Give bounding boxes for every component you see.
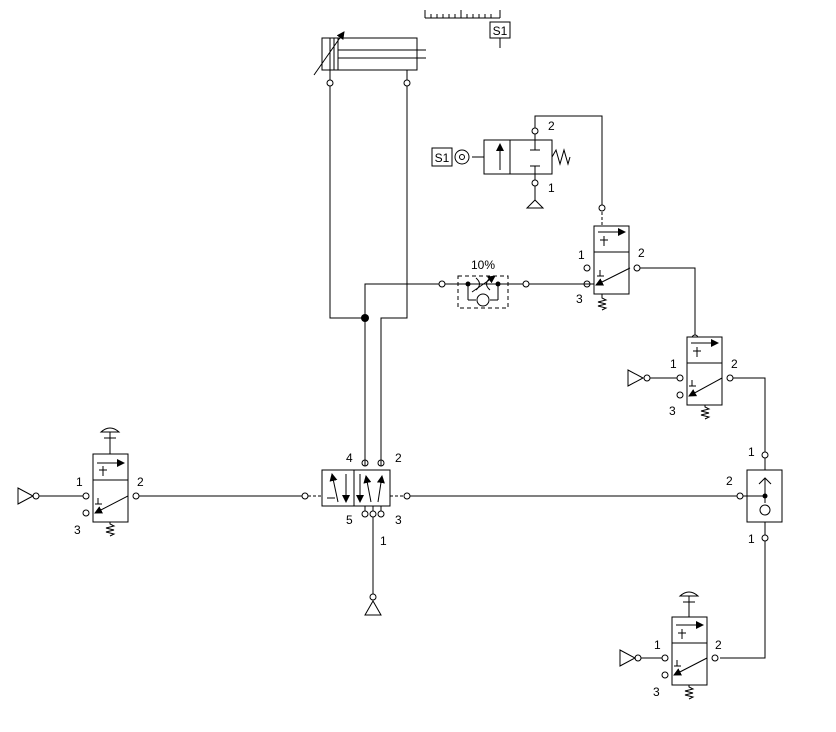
upper-pilot-valve[interactable]: 1 2 3 bbox=[576, 204, 645, 311]
bottom-valve-lines bbox=[619, 649, 662, 667]
upper-valve-port-exhaust: 3 bbox=[576, 292, 583, 306]
sensor-s1-marker[interactable]: S1 bbox=[489, 21, 511, 48]
bottom-valve-port-exhaust: 3 bbox=[653, 685, 660, 699]
left-valve-port-exhaust: 3 bbox=[74, 523, 81, 537]
main-valve-port-4: 4 bbox=[346, 451, 353, 465]
shuttle-valve-port-bottom: 1 bbox=[748, 532, 755, 546]
main-valve-port-1: 1 bbox=[380, 534, 387, 548]
left-valve-port-out: 2 bbox=[137, 475, 144, 489]
middle-valve-port-exhaust: 3 bbox=[669, 404, 676, 418]
bottom-valve-port-out: 2 bbox=[715, 638, 722, 652]
position-scale bbox=[424, 10, 501, 19]
shuttle-valve-lines bbox=[410, 458, 766, 659]
left-valve-lines bbox=[17, 487, 302, 505]
shuttle-valve-port-top: 1 bbox=[748, 445, 755, 459]
main-valve-supply-icon bbox=[364, 599, 382, 616]
main-valve-lines bbox=[364, 460, 382, 601]
trip-valve-lines bbox=[534, 115, 603, 205]
middle-valve-port-out: 2 bbox=[731, 357, 738, 371]
shuttle-valve-port-side: 2 bbox=[726, 474, 733, 488]
main-valve-port-2: 2 bbox=[395, 451, 402, 465]
middle-valve-lines bbox=[627, 369, 766, 452]
upper-valve-lines bbox=[640, 267, 696, 335]
trip-valve-trigger-label: S1 bbox=[435, 151, 450, 165]
main-valve-port-5: 5 bbox=[346, 513, 353, 527]
trip-valve-port-out: 2 bbox=[548, 119, 555, 133]
flow-control-setting: 10% bbox=[471, 258, 495, 272]
adjustable-cushion-arrow bbox=[313, 31, 345, 76]
left-push-button-valve[interactable]: 1 2 3 bbox=[74, 427, 144, 537]
main-valve-port-3: 3 bbox=[395, 513, 402, 527]
sensor-s1-label: S1 bbox=[493, 24, 508, 38]
middle-pilot-valve[interactable]: 1 2 3 bbox=[669, 330, 738, 420]
main-5-2-valve[interactable]: 4 2 5 3 1 bbox=[301, 451, 411, 548]
bottom-valve-port-in: 1 bbox=[654, 638, 661, 652]
roller-trip-valve[interactable]: S1 2 1 bbox=[431, 119, 571, 195]
cylinder-lines bbox=[329, 70, 442, 460]
flow-control-valve[interactable]: 10% bbox=[438, 258, 530, 309]
double-acting-cylinder[interactable] bbox=[313, 31, 426, 87]
bottom-push-button-valve[interactable]: 1 2 3 bbox=[653, 591, 722, 700]
upper-valve-port-in: 1 bbox=[578, 248, 585, 262]
middle-valve-port-in: 1 bbox=[670, 357, 677, 371]
left-valve-port-in: 1 bbox=[76, 475, 83, 489]
trip-valve-supply-icon bbox=[525, 199, 545, 209]
upper-valve-port-out: 2 bbox=[638, 246, 645, 260]
trip-valve-port-in: 1 bbox=[548, 181, 555, 195]
